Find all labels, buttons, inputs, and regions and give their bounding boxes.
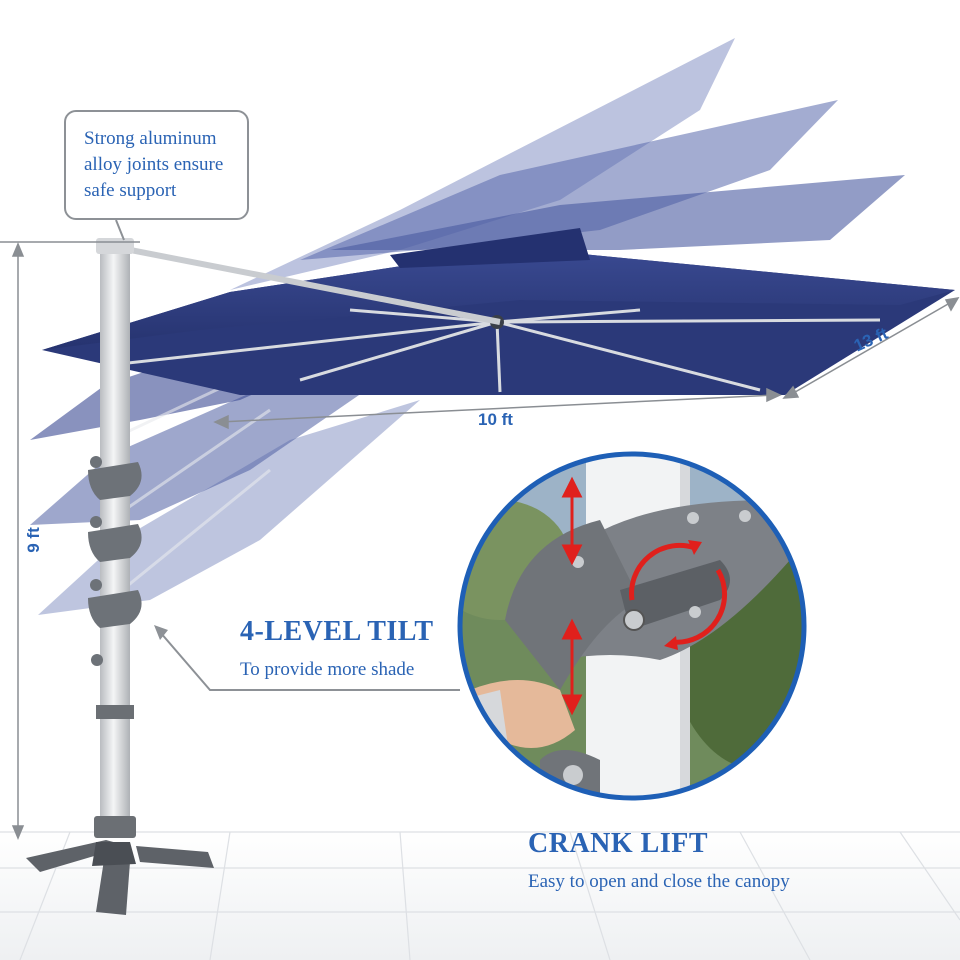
rotate-arrow-icon [629, 540, 727, 650]
crank-feature-title: CRANK LIFT [528, 828, 709, 859]
support-arm [119, 245, 501, 325]
crank-feature-subtitle: Easy to open and close the canopy [528, 871, 790, 892]
callout-line: safe support [84, 180, 177, 201]
tilt-pointer [159, 631, 460, 691]
aluminum-joints-callout: Strong aluminum alloy joints ensure safe… [64, 110, 249, 220]
cross-base [26, 840, 214, 915]
tilt-feature-title: 4-LEVEL TILT [240, 616, 434, 647]
tilt-feature-subtitle: To provide more shade [240, 659, 415, 680]
callout-line: alloy joints ensure [84, 154, 224, 175]
tilt-brackets [88, 456, 142, 666]
callout-line: Strong aluminum [84, 128, 217, 149]
double-arrow-icon [561, 476, 583, 716]
main-canopy [42, 228, 955, 395]
crank-detail-inset [457, 451, 807, 801]
dimension-lines [0, 241, 960, 840]
width-dimension-label: 10 ft [478, 410, 513, 429]
height-dimension-label: 9 ft [23, 527, 43, 553]
callout-pointer [115, 219, 125, 241]
